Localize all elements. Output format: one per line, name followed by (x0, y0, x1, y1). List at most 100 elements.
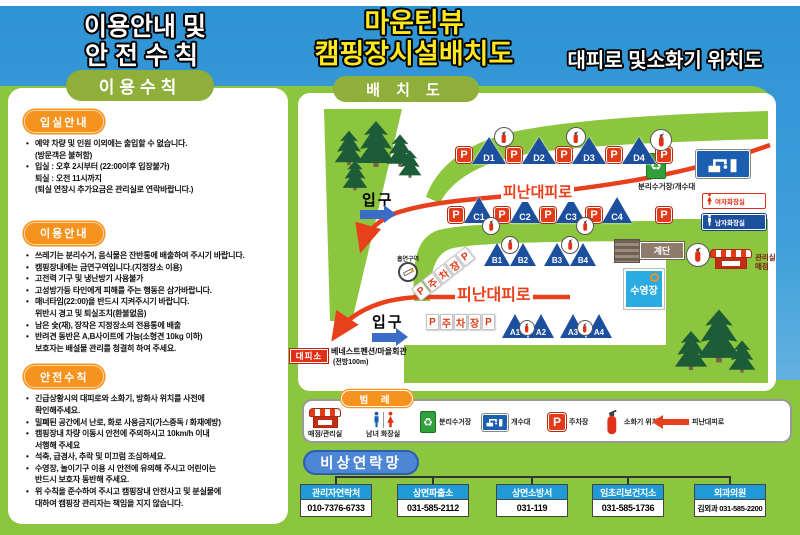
arrow-shaft (360, 209, 384, 219)
woman-glyph (707, 193, 712, 205)
entrance-label-top: 입구 (362, 192, 394, 209)
pine-tree (398, 149, 422, 184)
campsite-tent: A4 (586, 314, 612, 338)
map-panel: 피난대피로 피난대피로 입구 입구 ♻ 분리수거장/개수대 여자화장실 남자화장… (290, 93, 776, 391)
map-items-layer: ♻ 분리수거장/개수대 여자화장실 남자화장실 관리실 매점 계단 (290, 93, 776, 391)
pine-tree (334, 129, 364, 172)
bullet-dot: • (26, 417, 29, 427)
rule-text: 고성방가등 타인에게 피해를 주는 행동은 삼가바랍니다. (35, 285, 212, 295)
fire-extinguisher-icon (686, 243, 710, 267)
rule-text: (방문객은 불허함) (35, 150, 93, 160)
rule-text-line: •(퇴실 연장시 추가요금은 관리실로 연락바랍니다.) (26, 184, 280, 196)
rules-lines: •예약 차량 및 인원 이외에는 출입할 수 없습니다.•(방문객은 불허함)•… (26, 138, 280, 196)
contact-name: 외과의원 (695, 485, 765, 500)
arrow-shaft (372, 332, 396, 342)
campsite-tent: D2 (522, 137, 556, 164)
legend-item: 피난대피로 (652, 405, 724, 439)
pine-tree-icon (342, 160, 368, 191)
rule-text-line: •반드시 보호자 동반해 주세요. (26, 474, 280, 486)
evac-route-label-top: 피난대피로 (501, 181, 575, 202)
connector-stub (729, 476, 731, 485)
man-glyph (708, 214, 711, 226)
rule-text-line: •확인해주세요. (26, 405, 280, 417)
tent-label: C4 (611, 212, 623, 222)
rule-text: 석축, 급경사, 추락 및 미끄럼 조심하세요. (35, 452, 166, 462)
rule-text-line: •밀폐된 공간에서 난로, 화로 사용금지(가스중독 / 화재예방) (26, 417, 280, 429)
recycle-wash-label: 분리수거장/개수대 (638, 182, 696, 191)
emergency-header-capsule: 비상연락망 (303, 450, 419, 475)
recycle-bin-icon: ♻ (420, 411, 436, 433)
entrance-arrow-top (360, 205, 396, 223)
fire-extinguisher-icon (566, 127, 586, 147)
office-label-line1: 관리실 (755, 253, 776, 262)
swim-ring-icon (650, 273, 659, 282)
pine-tree (696, 307, 742, 370)
rule-text: 쓰레기는 분리수거, 음식물은 잔반통에 배출하여 주시기 바랍니다. (35, 250, 245, 260)
women-toilet-sign: 여자화장실 (702, 193, 766, 209)
rule-text-line: •예약 차량 및 인원 이외에는 출입할 수 없습니다. (26, 138, 280, 150)
rule-text-line: •위반시 경고 및 퇴실조치(환불없음) (26, 308, 280, 320)
parking-lot-char: 차 (454, 314, 467, 330)
rule-text: 대하여 캠핑장 관리자는 책임을 지지 않습니다. (35, 498, 184, 508)
bullet-dot: • (26, 274, 29, 284)
pine-tree-icon (697, 309, 741, 363)
woman-glyph (386, 411, 394, 428)
extinguisher-glyph (489, 220, 494, 232)
tent-label: C1 (473, 212, 485, 222)
bullet-dot: • (26, 250, 29, 260)
fire-extinguisher-icon (482, 217, 500, 235)
tent-label: C3 (565, 212, 577, 222)
legend-item-label: 개수대 (511, 419, 531, 426)
connector-stub (531, 476, 533, 485)
arrow-head (396, 328, 408, 346)
parking-icon: P (656, 207, 672, 223)
extinguisher-glyph (583, 220, 588, 232)
tent-label: B3 (551, 256, 563, 265)
rule-text: 퇴실 : 오전 11시까지 (35, 173, 102, 183)
bullet-dot: • (26, 162, 29, 172)
rule-text: 캠핑장내에는 금연구역입니다.(지정장소 이용) (35, 262, 183, 272)
contact-name: 상면소방서 (497, 485, 567, 500)
rule-text-line: • 석축, 급경사, 추락 및 미끄럼 조심하세요. (26, 451, 280, 463)
fire-extinguisher-icon (501, 236, 519, 254)
rule-text-line: •남은 숯(재), 장작은 지정장소의 전용통에 배출 (26, 320, 280, 332)
bullet-dot: • (26, 429, 29, 439)
pine-tree (356, 119, 396, 174)
tent-label: D4 (633, 153, 645, 163)
shelter-badge: 대피소 (290, 349, 328, 363)
pine-tree-icon (334, 130, 364, 166)
bullet-dot: • (26, 139, 29, 148)
tent-label: D2 (533, 153, 545, 163)
fire-extinguisher-icon (576, 217, 594, 235)
rules-lines: • 쓰레기는 분리수거, 음식물은 잔반통에 배출하여 주시기 바랍니다. • 캠핑장… (26, 250, 280, 354)
extinguisher-glyph (658, 133, 664, 147)
center-title: 마운틴뷰 캠핑장시설배치도 (280, 8, 548, 70)
rule-text-line: •서행해 주세요 (26, 440, 280, 452)
rule-text-line: •캠핑장내 차량 이동시 안전에 주의하시고 10km/h 이내 (26, 428, 280, 440)
fire-extinguisher-icon (577, 320, 593, 336)
legend-item-label: 피난대피로 (692, 419, 725, 426)
arrow-head (384, 205, 396, 223)
connector-stub (627, 476, 629, 485)
rule-text-line: •수영장, 놀이기구 이용 시 안전에 유의해 주시고 어린이는 (26, 463, 280, 475)
bullet-dot: • (26, 452, 29, 462)
extinguisher-icon (607, 409, 617, 434)
bullet-dot: • (26, 320, 29, 330)
shelter-destination: 베네스트펜션/마을회관 (331, 347, 407, 356)
pine-tree-icon (728, 340, 756, 373)
center-title-line2: 캠핑장시설배치도 (314, 39, 514, 69)
rule-text: 매너타임(22:00)을 반드시 지켜주시기 바랍니다. (35, 297, 190, 307)
contact-phone: 031-585-1736 (601, 503, 655, 513)
legend-header-capsule: 범 례 (341, 390, 413, 407)
sink-station-icon (696, 150, 750, 178)
toilets-icon (372, 411, 395, 428)
rule-text-line: •입실 : 오후 2시부터 (22:00이후 입장불가) (26, 161, 280, 173)
rule-text: 위 수칙을 준수하여 주시고 캠핑장내 안전사고 및 분실물에 (35, 487, 221, 497)
extinguisher-glyph (502, 130, 507, 143)
office-store-icon (710, 249, 752, 269)
